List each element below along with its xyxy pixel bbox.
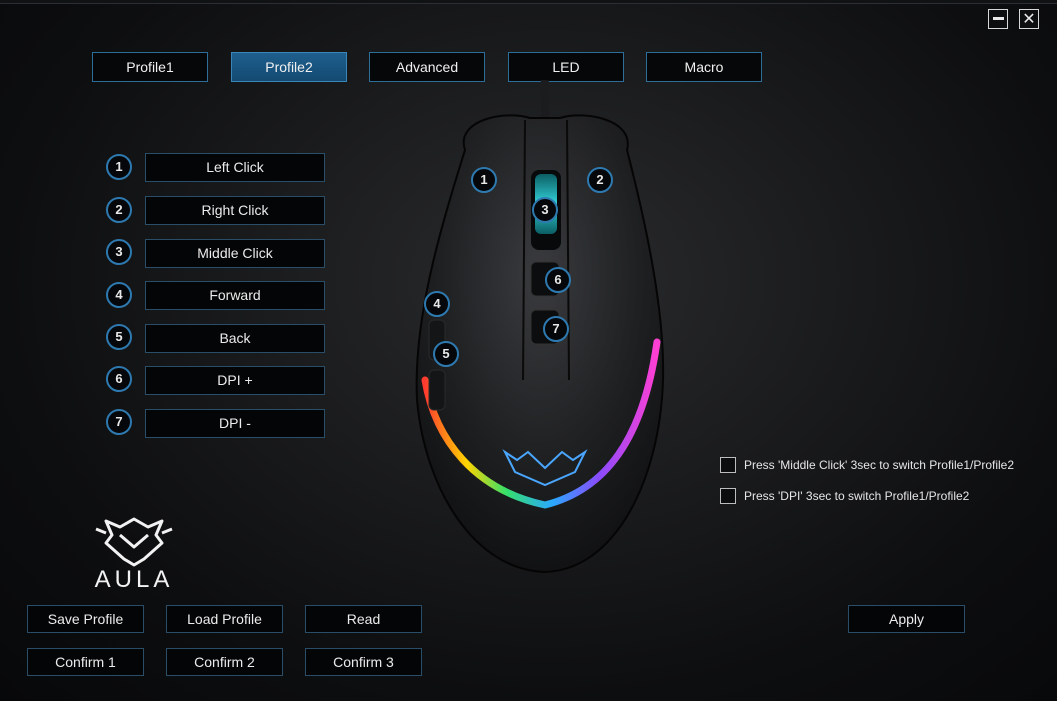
dpi-switch-checkbox[interactable] (720, 488, 736, 504)
button-number-2: 2 (106, 197, 132, 223)
confirm-3-button[interactable]: Confirm 3 (305, 648, 422, 676)
middle-click-switch-label: Press 'Middle Click' 3sec to switch Prof… (744, 458, 1015, 472)
assign-button-4[interactable]: Forward (145, 281, 325, 310)
tab-macro[interactable]: Macro (646, 52, 762, 82)
confirm-2-button[interactable]: Confirm 2 (166, 648, 283, 676)
tab-led[interactable]: LED (508, 52, 624, 82)
assign-button-7[interactable]: DPI - (145, 409, 325, 438)
mouse-marker-2: 2 (587, 167, 613, 193)
button-number-4: 4 (106, 282, 132, 308)
assign-button-1[interactable]: Left Click (145, 153, 325, 182)
minimize-icon (992, 17, 1004, 20)
mouse-marker-3: 3 (532, 197, 558, 223)
tab-profile1[interactable]: Profile1 (92, 52, 208, 82)
mouse-marker-1: 1 (471, 167, 497, 193)
mouse-marker-7: 7 (543, 316, 569, 342)
window-top-edge (0, 0, 1057, 4)
minimize-button[interactable] (988, 9, 1008, 29)
tab-advanced[interactable]: Advanced (369, 52, 485, 82)
save-profile-button[interactable]: Save Profile (27, 605, 144, 633)
load-profile-button[interactable]: Load Profile (166, 605, 283, 633)
aula-wordmark: AULA (95, 566, 174, 593)
assign-button-2[interactable]: Right Click (145, 196, 325, 225)
mouse-marker-4: 4 (424, 291, 450, 317)
assign-button-6[interactable]: DPI + (145, 366, 325, 395)
tab-profile2[interactable]: Profile2 (231, 52, 347, 82)
button-number-1: 1 (106, 154, 132, 180)
dpi-switch-label: Press 'DPI' 3sec to switch Profile1/Prof… (744, 489, 970, 503)
apply-button[interactable]: Apply (848, 605, 965, 633)
close-icon: ✕ (1022, 11, 1036, 28)
button-number-5: 5 (106, 324, 132, 350)
mouse-marker-5: 5 (433, 341, 459, 367)
button-number-3: 3 (106, 239, 132, 265)
close-button[interactable]: ✕ (1019, 9, 1039, 29)
aula-spider-logo-icon (95, 517, 173, 567)
option-middle-click-switch[interactable]: Press 'Middle Click' 3sec to switch Prof… (720, 456, 1014, 474)
assign-button-5[interactable]: Back (145, 324, 325, 353)
middle-click-switch-checkbox[interactable] (720, 457, 736, 473)
option-dpi-switch[interactable]: Press 'DPI' 3sec to switch Profile1/Prof… (720, 487, 969, 505)
aula-logo: AULA (95, 517, 174, 593)
button-number-6: 6 (106, 366, 132, 392)
button-number-7: 7 (106, 409, 132, 435)
read-button[interactable]: Read (305, 605, 422, 633)
assign-button-3[interactable]: Middle Click (145, 239, 325, 268)
confirm-1-button[interactable]: Confirm 1 (27, 648, 144, 676)
mouse-marker-6: 6 (545, 267, 571, 293)
